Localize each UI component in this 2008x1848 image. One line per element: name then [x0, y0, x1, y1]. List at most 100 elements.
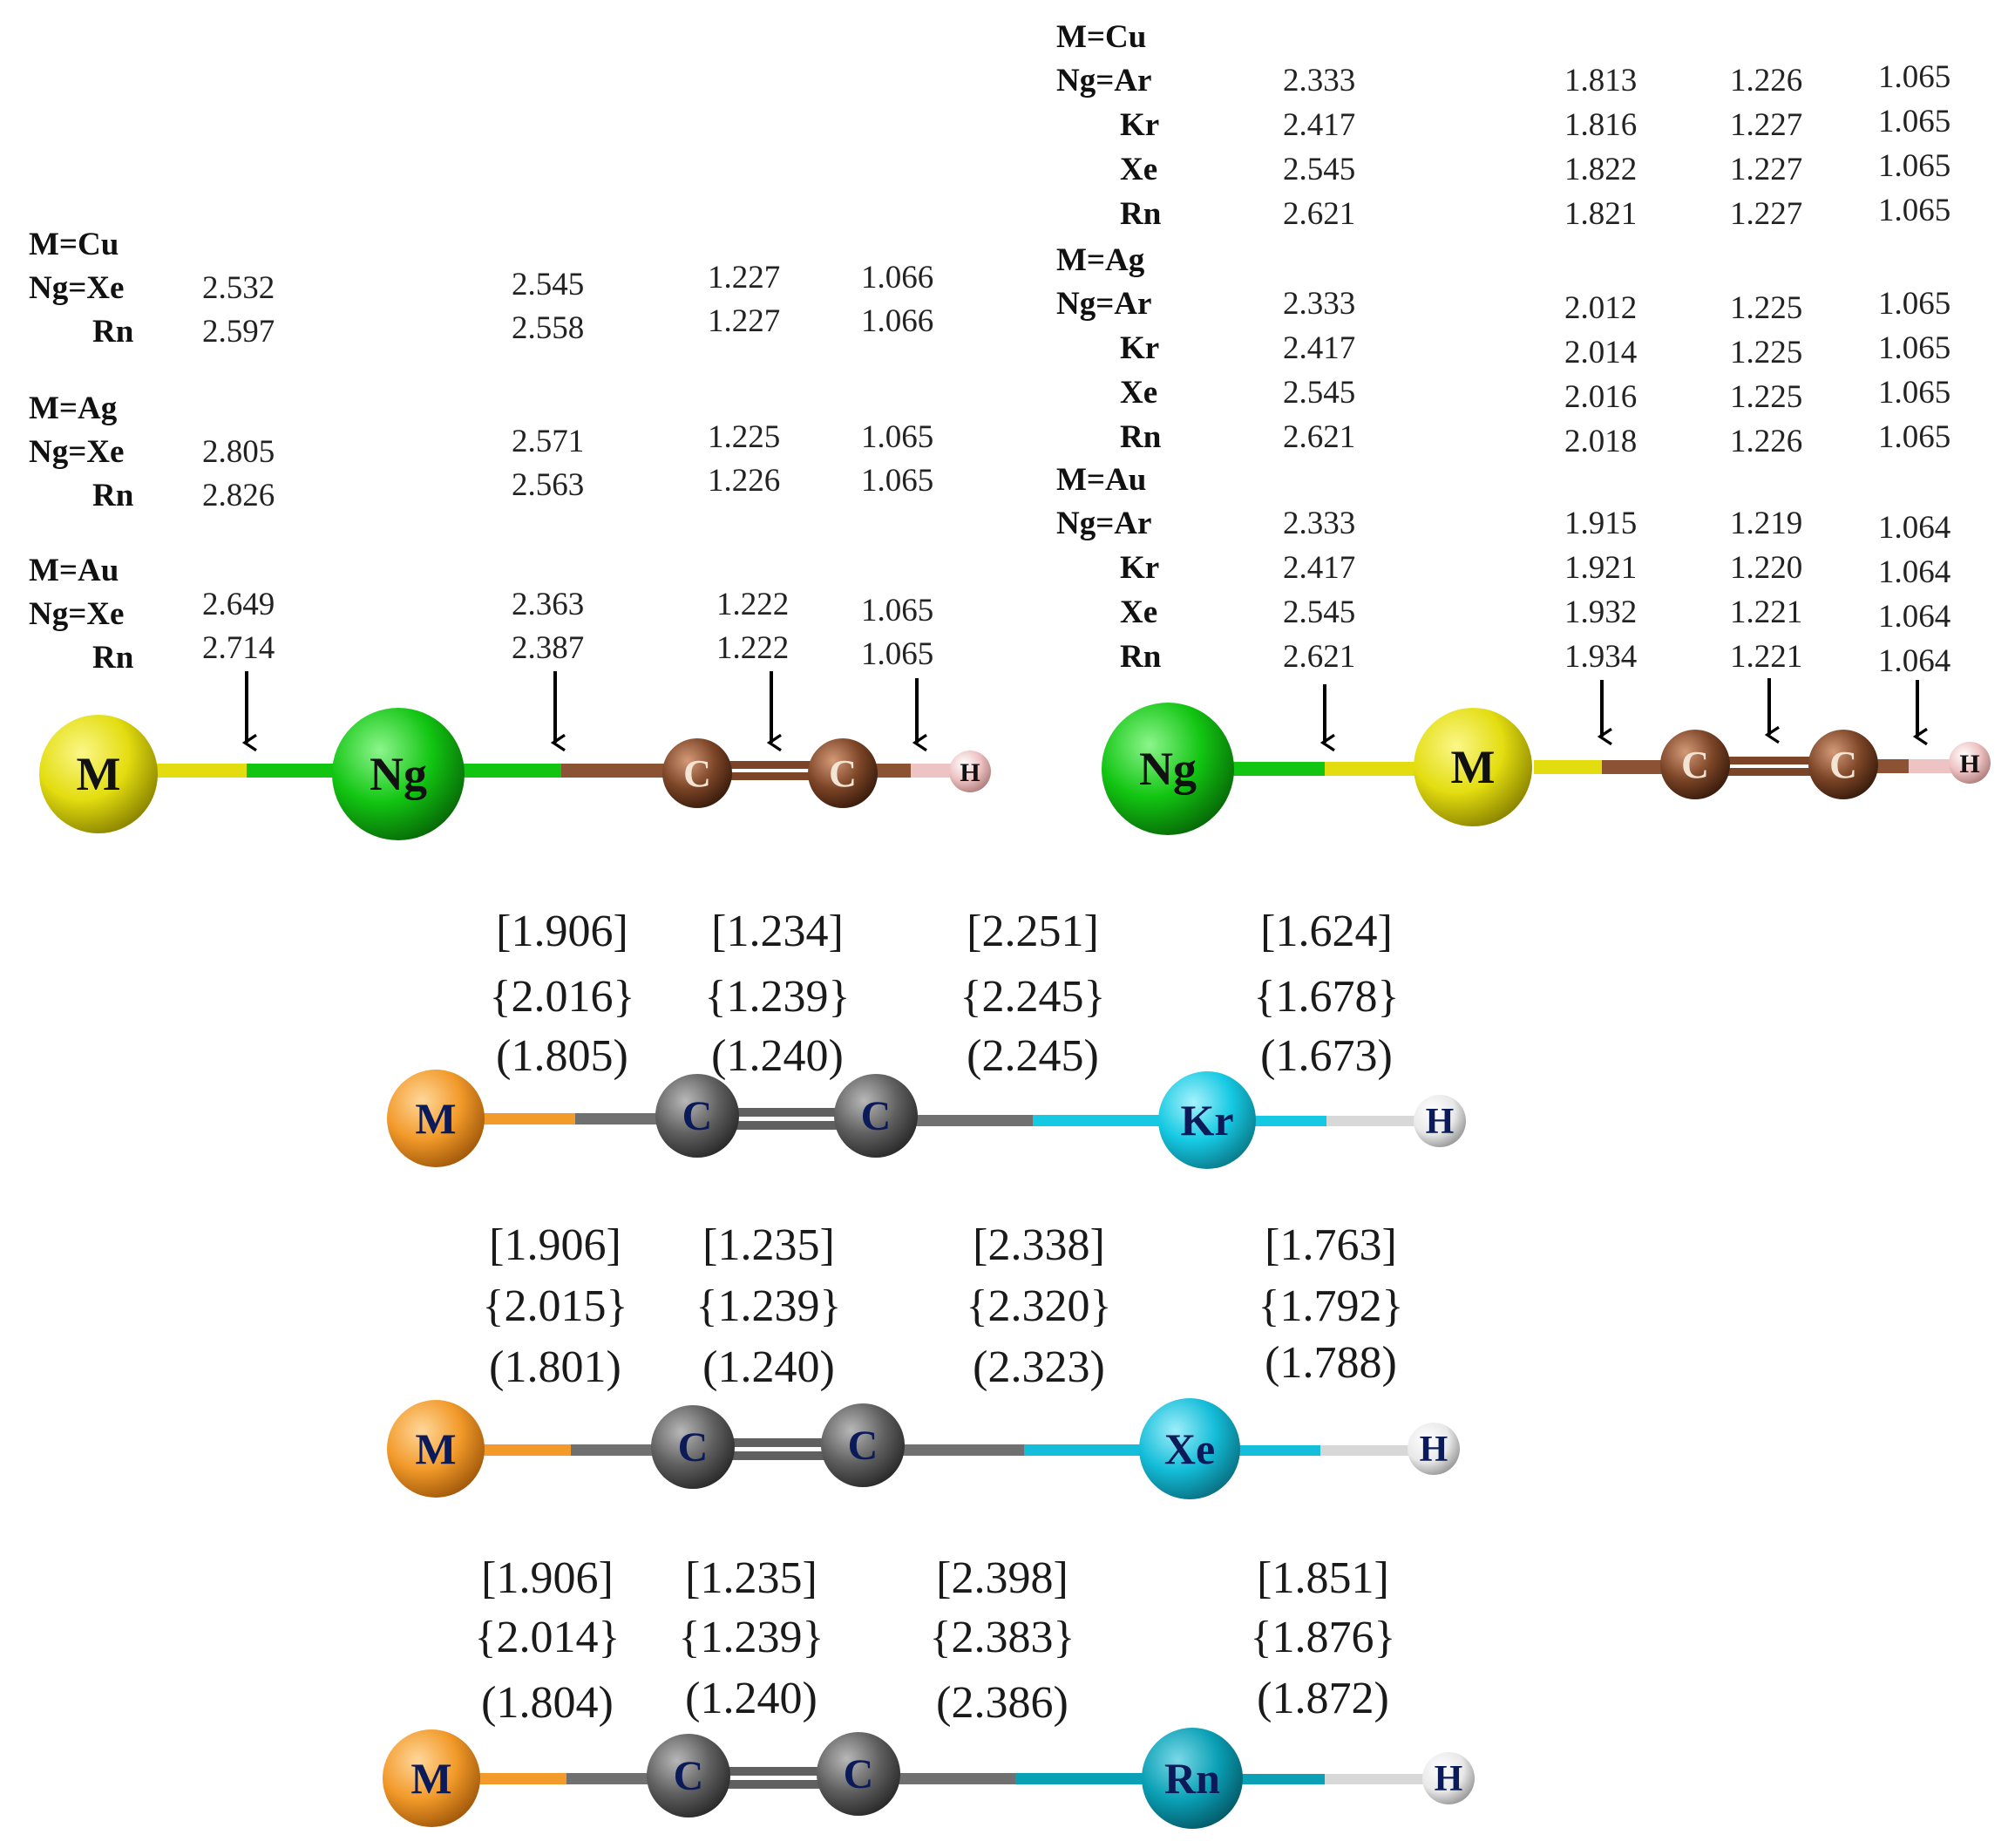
- bond-c-c: [697, 761, 845, 769]
- atom-label: C: [678, 1424, 709, 1471]
- ng-label: Rn: [1120, 196, 1162, 232]
- bond-length-square: [1.763]: [1265, 1220, 1397, 1270]
- ng-label: Rn: [1120, 419, 1162, 455]
- bond-length-round: (2.245): [967, 1031, 1099, 1081]
- distance-value: 2.387: [512, 630, 584, 666]
- atom-label: Rn: [1164, 1754, 1220, 1803]
- distance-value: 2.545: [1283, 594, 1355, 630]
- atom-c: [651, 1405, 735, 1489]
- distance-value: 1.065: [1878, 193, 1950, 228]
- distance-value: 1.065: [1878, 148, 1950, 184]
- bond-length-round: (1.240): [702, 1342, 835, 1392]
- bond-c-rn: [863, 1773, 1015, 1784]
- bond-length-round: (1.801): [489, 1342, 621, 1392]
- distance-value: 2.417: [1283, 330, 1355, 366]
- ng-label: Ng=Xe: [29, 596, 124, 632]
- molecule-m-c-c-kr-h: [1.906] {2.016} (1.805) [1.234] {1.239} …: [387, 907, 1466, 1169]
- distance-value: 1.226: [708, 463, 780, 499]
- distance-value: 1.222: [716, 587, 789, 622]
- ng-label: Ng=Ar: [1056, 286, 1151, 322]
- distance-value: 2.545: [1283, 152, 1355, 187]
- atom-c: [662, 738, 732, 808]
- bond-length-square: [1.624]: [1260, 907, 1393, 956]
- distance-value: 2.018: [1564, 424, 1637, 459]
- distance-value: 2.333: [1283, 286, 1355, 322]
- distance-value: 2.571: [512, 424, 584, 459]
- distance-value: 1.064: [1878, 643, 1950, 679]
- distance-value: 1.225: [1730, 379, 1802, 415]
- bond-c-xe: [867, 1444, 1024, 1456]
- atom-label: C: [682, 1093, 713, 1139]
- bond-length-round: (1.872): [1257, 1674, 1389, 1723]
- ng-label: Ng=Xe: [29, 270, 124, 306]
- bond-c-c: [693, 1438, 867, 1447]
- distance-value: 2.417: [1283, 107, 1355, 143]
- panel-a-arrows: [241, 671, 927, 752]
- distance-value: 2.545: [1283, 375, 1355, 411]
- atom-c: [817, 1732, 900, 1816]
- atom-label: Xe: [1164, 1424, 1215, 1473]
- atom-c: [647, 1734, 730, 1817]
- distance-value: 1.822: [1564, 152, 1637, 187]
- bond-length-round: (1.805): [496, 1031, 628, 1081]
- distance-value: 1.064: [1878, 599, 1950, 635]
- metal-label: M=Au: [29, 553, 119, 588]
- ng-label: Rn: [92, 640, 134, 676]
- atom-label: C: [674, 1753, 704, 1799]
- atom-label: C: [844, 1751, 874, 1797]
- molecule-m-c-c-rn-h: [1.906] {2.014} (1.804) [1.235] {1.239} …: [383, 1553, 1475, 1829]
- panel-b-arrows: [1319, 678, 1928, 752]
- atom-label: C: [683, 752, 711, 795]
- atom-c: [655, 1074, 739, 1158]
- atom-label: M: [415, 1424, 456, 1473]
- bond-length-square: [1.906]: [489, 1220, 621, 1270]
- bond-length-curly: {2.320}: [967, 1281, 1112, 1331]
- ng-label: Xe: [1120, 375, 1157, 411]
- distance-value: 1.226: [1730, 424, 1802, 459]
- bond-m-c: [1534, 760, 1602, 774]
- ng-label: Ng=Ar: [1056, 506, 1151, 541]
- bond-m-ng: [247, 764, 353, 778]
- ng-label: Xe: [1120, 152, 1157, 187]
- distance-value: 1.227: [1730, 107, 1802, 143]
- bond-length-round: (2.323): [973, 1342, 1105, 1392]
- atom-label: M: [415, 1094, 456, 1143]
- atom-m: [387, 1400, 485, 1498]
- metal-label: M=Au: [1056, 462, 1146, 498]
- bond-c-c: [1695, 768, 1848, 776]
- bond-length-round: (1.788): [1265, 1338, 1397, 1388]
- bond-xe-h: [1320, 1445, 1434, 1456]
- distance-value: 1.816: [1564, 107, 1637, 143]
- distance-value: 2.826: [202, 478, 275, 513]
- bond-length-curly: {2.015}: [483, 1281, 628, 1331]
- distance-value: 1.065: [861, 636, 933, 672]
- distance-value: 1.065: [861, 419, 933, 455]
- distance-value: 2.563: [512, 467, 584, 503]
- distance-value: 2.363: [512, 587, 584, 622]
- bond-length-curly: {2.383}: [930, 1613, 1075, 1662]
- atom-label: C: [1681, 744, 1709, 786]
- metal-label: M=Cu: [1056, 19, 1146, 55]
- distance-value: 1.066: [861, 260, 933, 296]
- distance-value: 1.225: [708, 419, 780, 455]
- bond-length-curly: {2.016}: [490, 972, 635, 1022]
- bond-rn-h: [1325, 1774, 1447, 1784]
- atom-m: [387, 1070, 485, 1167]
- atom-label: H: [1959, 750, 1979, 778]
- bond-length-curly: {1.239}: [696, 1281, 842, 1331]
- atom-ng: [1142, 1728, 1243, 1829]
- atom-c: [1808, 730, 1878, 799]
- bond-c-c: [697, 772, 845, 780]
- bond-length-round: (1.240): [685, 1674, 817, 1723]
- panel-c: [1.906] {2.016} (1.805) [1.234] {1.239} …: [383, 907, 1475, 1829]
- bond-length-square: [1.235]: [685, 1553, 817, 1603]
- ng-label: Rn: [1120, 639, 1162, 675]
- panel-a-table: M=Cu Ng=Xe 2.532 2.545 1.227 1.066 Rn 2.…: [29, 227, 933, 676]
- metal-label: M=Cu: [29, 227, 119, 262]
- distance-value: 2.649: [202, 587, 275, 622]
- atom-ng: [1102, 703, 1234, 835]
- atom-label: C: [861, 1093, 892, 1139]
- distance-value: 1.066: [861, 303, 933, 339]
- bond-length-round: (1.673): [1260, 1031, 1393, 1081]
- atom-label: H: [1420, 1430, 1448, 1470]
